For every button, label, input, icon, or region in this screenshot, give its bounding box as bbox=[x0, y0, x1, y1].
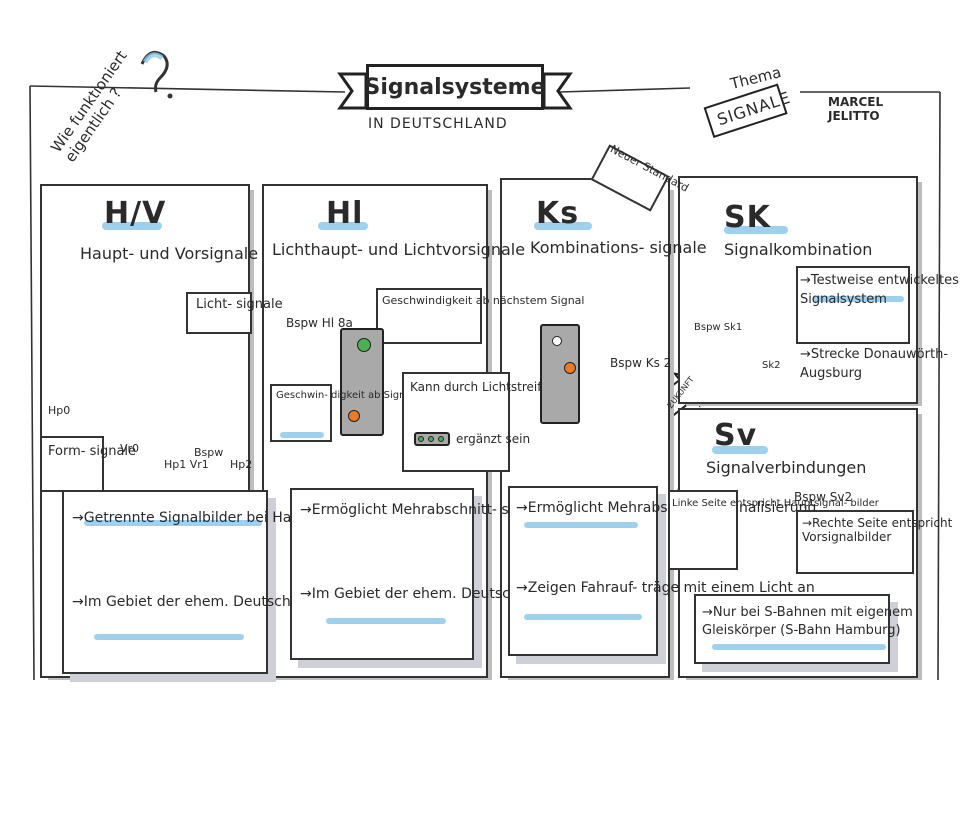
hl-strip-lamp-3 bbox=[438, 436, 444, 442]
ks-subtitle: Kombinations- signale bbox=[530, 238, 707, 257]
sv-left-label: Linke Seite entspricht Hauptsignal- bild… bbox=[672, 498, 879, 509]
ks-white-lamp bbox=[552, 336, 562, 346]
hv-hp1-label: Hp1 Vr1 bbox=[164, 458, 209, 471]
ks-note-2: →Zeigen Fahrauf- träge mit einem Licht a… bbox=[516, 580, 815, 596]
hl-bspw-label: Bspw Hl 8a bbox=[286, 316, 353, 330]
sv-note bbox=[694, 594, 890, 664]
page-title: Signalsysteme bbox=[364, 74, 546, 100]
sk-strecke-label: →Strecke Donauwörth- Augsburg bbox=[800, 347, 949, 381]
hl-streifen-box bbox=[402, 372, 510, 472]
hv-heading: H/V bbox=[104, 196, 167, 231]
sk-test-label: →Testweise entwickeltes Signalsystem bbox=[800, 273, 959, 307]
ks-heading-highlight bbox=[534, 222, 592, 230]
ks-note-highlight-1 bbox=[524, 522, 638, 528]
sk-subtitle: Signalkombination bbox=[724, 240, 873, 259]
hl-speed-here-highlight bbox=[280, 432, 324, 438]
sv-left-box bbox=[668, 490, 738, 570]
hl-green-lamp bbox=[357, 338, 371, 352]
ks-note-1: →Ermöglicht Mehrabschnitt- Signalisierun… bbox=[516, 500, 817, 516]
hl-orange-lamp bbox=[348, 410, 360, 422]
hv-bspw-label: Bspw bbox=[194, 446, 224, 459]
hv-hp0-label: Hp0 bbox=[48, 404, 71, 417]
hl-subtitle: Lichthaupt- und Lichtvorsignale bbox=[272, 240, 526, 259]
sk-heading: SK bbox=[724, 200, 771, 235]
sv-right-label: →Rechte Seite entspricht Vorsignalbilder bbox=[802, 516, 953, 545]
hl-ergaenzt-label: ergänzt sein bbox=[456, 432, 531, 446]
hl-note-highlight bbox=[326, 618, 446, 624]
hl-speed-here-label: Geschwin- digkeit ab Signal bbox=[276, 390, 415, 401]
hl-note bbox=[290, 488, 474, 660]
page-title-box: Signalsysteme bbox=[364, 64, 546, 110]
hv-vr0-label: Vr0 bbox=[120, 442, 140, 455]
hv-licht-label: Licht- signale bbox=[196, 297, 283, 312]
hv-note-highlight-1 bbox=[84, 520, 262, 526]
hl-speed-next-box bbox=[376, 288, 482, 344]
ks-note bbox=[508, 486, 658, 656]
sv-heading: Sv bbox=[714, 418, 758, 453]
ks-heading: Ks bbox=[536, 196, 580, 231]
hv-form-label: Form- signale bbox=[48, 444, 137, 459]
sk-bspw-label: Bspw Sk1 bbox=[694, 322, 743, 333]
sv-bspw-label: Bspw Sv2 bbox=[794, 490, 853, 504]
hl-speed-next-label: Geschwindigkeit ab nächstem Signal bbox=[382, 294, 585, 307]
sk-heading-highlight bbox=[724, 226, 788, 234]
sv-note-highlight bbox=[712, 644, 886, 650]
hl-strip-lamp-2 bbox=[428, 436, 434, 442]
sv-subtitle: Signalverbindungen bbox=[706, 458, 867, 477]
page-subtitle: IN DEUTSCHLAND bbox=[368, 116, 508, 132]
hv-hp2-label: Hp2 bbox=[230, 458, 253, 471]
hl-heading: Hl bbox=[326, 196, 364, 231]
ks-orange-lamp bbox=[564, 362, 576, 374]
hl-strip-lamp-1 bbox=[418, 436, 424, 442]
sv-note-label: →Nur bei S-Bahnen mit eigenem Gleiskörpe… bbox=[702, 605, 913, 638]
sk-sk2-label: Sk2 bbox=[762, 360, 781, 371]
ks-note-highlight-2 bbox=[524, 614, 642, 620]
hv-licht-box bbox=[186, 292, 252, 334]
hv-subtitle: Haupt- und Vorsignale bbox=[80, 244, 259, 263]
hl-heading-highlight bbox=[318, 222, 368, 230]
hv-heading-highlight bbox=[102, 222, 162, 230]
sv-right-box bbox=[796, 510, 914, 574]
ks-bspw-label: Bspw Ks 2 bbox=[610, 356, 672, 370]
hv-note-highlight-2 bbox=[94, 634, 244, 640]
sk-test-highlight bbox=[812, 296, 904, 302]
sk-test-box bbox=[796, 266, 910, 344]
hl-streifen-label: Kann durch Lichtstreifen bbox=[410, 380, 557, 394]
author-name: MARCEL JELITTO bbox=[828, 95, 884, 123]
sv-heading-highlight bbox=[712, 446, 768, 454]
